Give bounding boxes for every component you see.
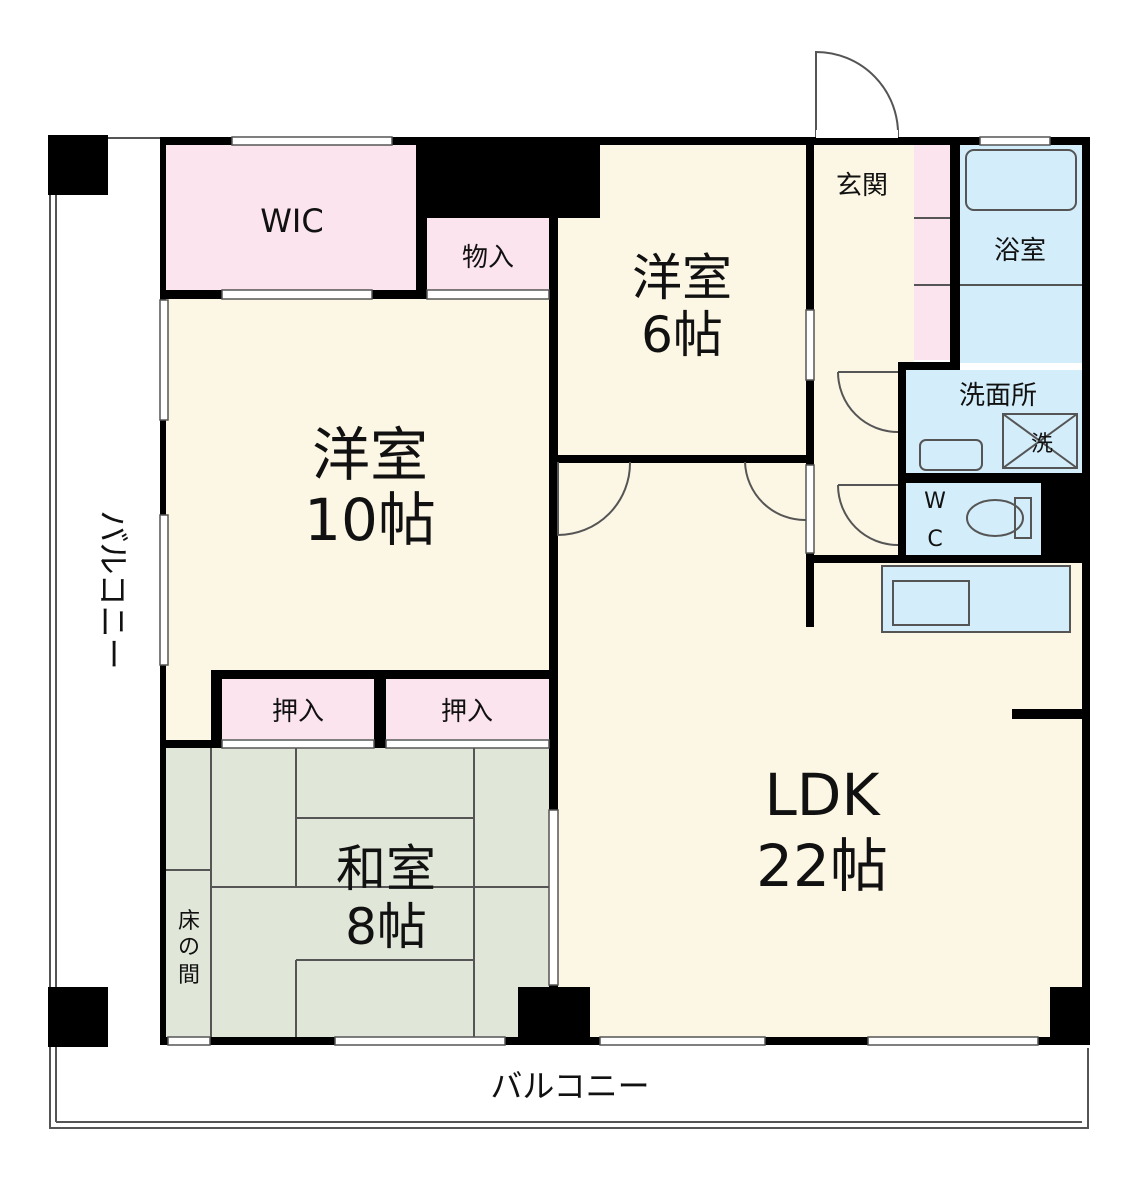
sink-basin bbox=[892, 580, 970, 626]
washroom-area bbox=[906, 370, 1082, 473]
genkan-label: 玄関 bbox=[836, 171, 888, 201]
western-10-area bbox=[166, 299, 549, 670]
windows bbox=[159, 136, 1051, 1046]
balcony-bottom-label: バルコニー bbox=[490, 1067, 649, 1105]
western-6-name: 洋室 bbox=[632, 249, 732, 307]
oshiire-left-label: 押入 bbox=[272, 697, 324, 727]
western-6-size: 6帖 bbox=[641, 306, 723, 364]
balcony-left-label: バルコニー bbox=[94, 510, 132, 669]
western-10-size: 10帖 bbox=[304, 486, 436, 554]
tokonoma-label-2: の bbox=[178, 935, 200, 960]
genkan-area bbox=[814, 145, 914, 555]
wic-area bbox=[166, 145, 416, 290]
western-10-name: 洋室 bbox=[312, 421, 428, 489]
doors bbox=[557, 50, 900, 546]
tokonoma-label-3: 間 bbox=[178, 963, 200, 988]
wc-label-c: C bbox=[927, 527, 942, 552]
oshiire-right-area bbox=[386, 679, 549, 739]
wc-label-w: W bbox=[924, 489, 946, 514]
wic-label: WIC bbox=[260, 202, 323, 240]
ldk-name: LDK bbox=[764, 761, 881, 829]
room-fills bbox=[166, 145, 1082, 1037]
tokonoma-label-1: 床 bbox=[178, 909, 200, 934]
storage-area bbox=[427, 218, 549, 290]
washer-label: 洗 bbox=[1031, 432, 1053, 457]
room-labels: WIC 物入 洋室 6帖 洋室 10帖 玄関 浴室 洗面所 洗 W C 押入 押… bbox=[94, 171, 1053, 1105]
bath-area bbox=[960, 145, 1082, 363]
oshiire-left-area bbox=[222, 679, 374, 739]
bath-fixtures bbox=[914, 149, 1082, 539]
wc-area bbox=[906, 483, 1041, 555]
shoe-storage bbox=[914, 145, 950, 360]
japanese-area bbox=[166, 748, 549, 1037]
ldk-size: 22帖 bbox=[756, 832, 888, 900]
bath-label: 浴室 bbox=[994, 236, 1046, 266]
oshiire-right-label: 押入 bbox=[441, 697, 493, 727]
tatami-lines bbox=[166, 748, 549, 1037]
closet-strip bbox=[166, 670, 211, 740]
storage-label: 物入 bbox=[462, 243, 514, 273]
washroom-label: 洗面所 bbox=[959, 381, 1037, 411]
japanese-name: 和室 bbox=[336, 840, 436, 898]
japanese-size: 8帖 bbox=[345, 898, 427, 956]
